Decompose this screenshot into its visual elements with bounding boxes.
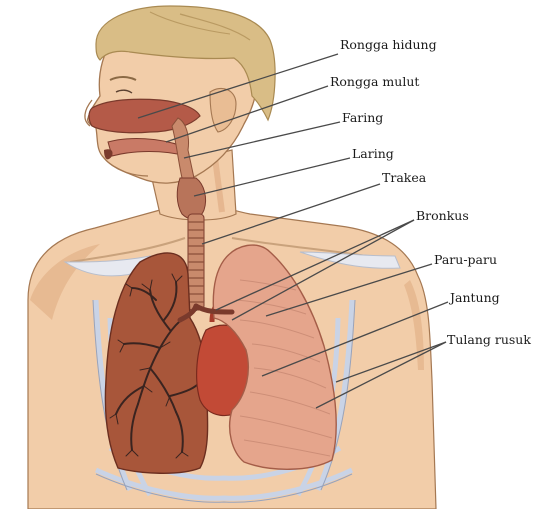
label-trakea: Trakea xyxy=(382,170,427,185)
label-laring: Laring xyxy=(352,146,394,161)
label-rongga-mulut: Rongga mulut xyxy=(330,74,419,89)
label-faring: Faring xyxy=(342,110,383,125)
head xyxy=(85,6,275,183)
label-rongga-hidung: Rongga hidung xyxy=(340,37,437,52)
label-bronkus: Bronkus xyxy=(416,208,469,223)
label-paru-paru: Paru-paru xyxy=(434,252,497,267)
label-tulang-rusuk: Tulang rusuk xyxy=(447,332,531,347)
label-jantung: Jantung xyxy=(448,290,500,305)
